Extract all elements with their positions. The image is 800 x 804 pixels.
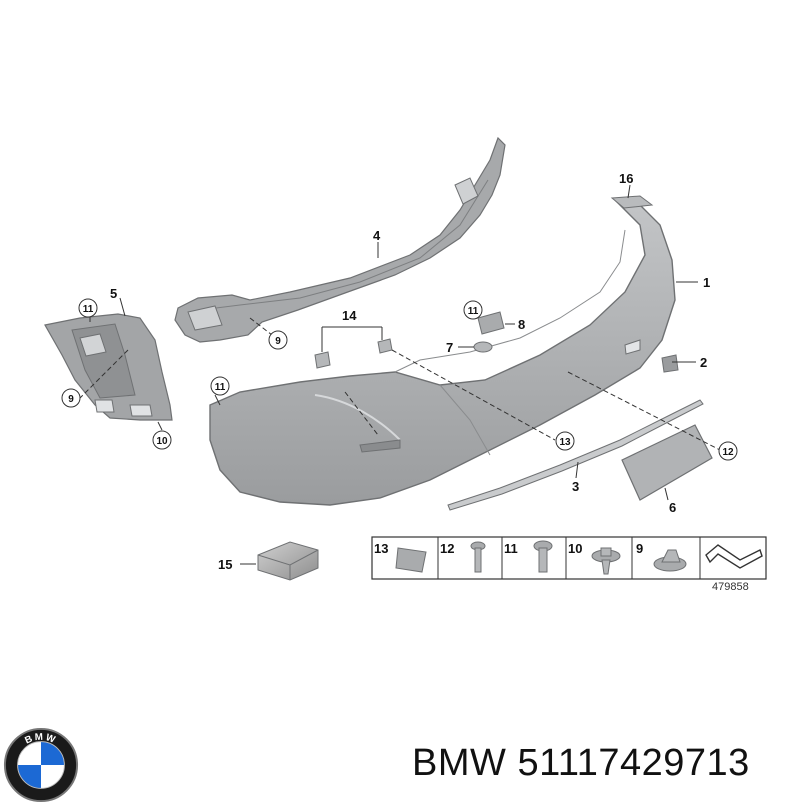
small-bracket-right [377, 338, 393, 354]
fastener-label-9: 9 [636, 541, 643, 556]
callout-13: 13 [555, 431, 575, 451]
fastener-label-13: 13 [374, 541, 388, 556]
svg-text:10: 10 [156, 436, 168, 447]
callout-labels: 1 2 3 4 5 6 7 8 14 15 16 [110, 171, 710, 572]
svg-text:11: 11 [468, 306, 479, 317]
part-number: 51117429713 [517, 742, 750, 784]
carrier-rail [174, 136, 506, 343]
callout-6: 6 [669, 500, 676, 515]
fastener-label-11: 11 [504, 541, 518, 556]
callout-9-rail: 9 [268, 330, 288, 350]
side-bracket [44, 313, 173, 421]
svg-text:11: 11 [215, 382, 226, 393]
callout-15: 15 [218, 557, 232, 572]
brand-name: BMW [412, 742, 507, 784]
svg-text:12: 12 [722, 447, 734, 458]
assembly-lines [79, 317, 721, 451]
callout-10: 10 [152, 430, 172, 450]
svg-text:BMW: BMW [23, 732, 58, 747]
svg-text:9: 9 [68, 394, 74, 405]
callout-5: 5 [110, 286, 117, 301]
adhesive-box [257, 541, 319, 581]
callout-16: 16 [619, 171, 633, 186]
callout-12: 12 [718, 441, 738, 461]
clip-holder [477, 311, 505, 335]
fastener-labels: 13 12 11 10 9 [374, 541, 643, 556]
bmw-logo-icon: BMW [3, 727, 79, 803]
bumper-cover [209, 198, 676, 506]
drawing-id: 479858 [712, 581, 749, 593]
circled-callouts: 9 9 10 11 11 11 12 13 [61, 298, 738, 461]
callout-4: 4 [373, 228, 381, 243]
top-strip [610, 195, 654, 209]
brand-part-number: BMW 51117429713 [412, 742, 750, 785]
callout-14: 14 [342, 308, 357, 323]
leader-lines [89, 184, 698, 565]
callout-1: 1 [703, 275, 710, 290]
callout-3: 3 [572, 479, 579, 494]
license-plate-base [621, 424, 713, 501]
fastener-label-10: 10 [568, 541, 582, 556]
small-bracket-left [314, 351, 331, 369]
callout-7: 7 [446, 340, 453, 355]
svg-text:13: 13 [559, 437, 571, 448]
callout-11-bumper: 11 [210, 376, 230, 396]
fastener-label-12: 12 [440, 541, 454, 556]
trim-strip [447, 399, 704, 511]
callout-8: 8 [518, 317, 525, 332]
fastener-table [371, 536, 767, 580]
svg-text:9: 9 [275, 336, 281, 347]
svg-text:11: 11 [83, 304, 94, 315]
callout-9-bracket: 9 [61, 388, 81, 408]
reflector-cap [661, 354, 679, 373]
callout-11-clip: 11 [463, 300, 483, 320]
grommet [473, 341, 493, 353]
callout-11-bracket: 11 [78, 298, 98, 318]
callout-2: 2 [700, 355, 707, 370]
